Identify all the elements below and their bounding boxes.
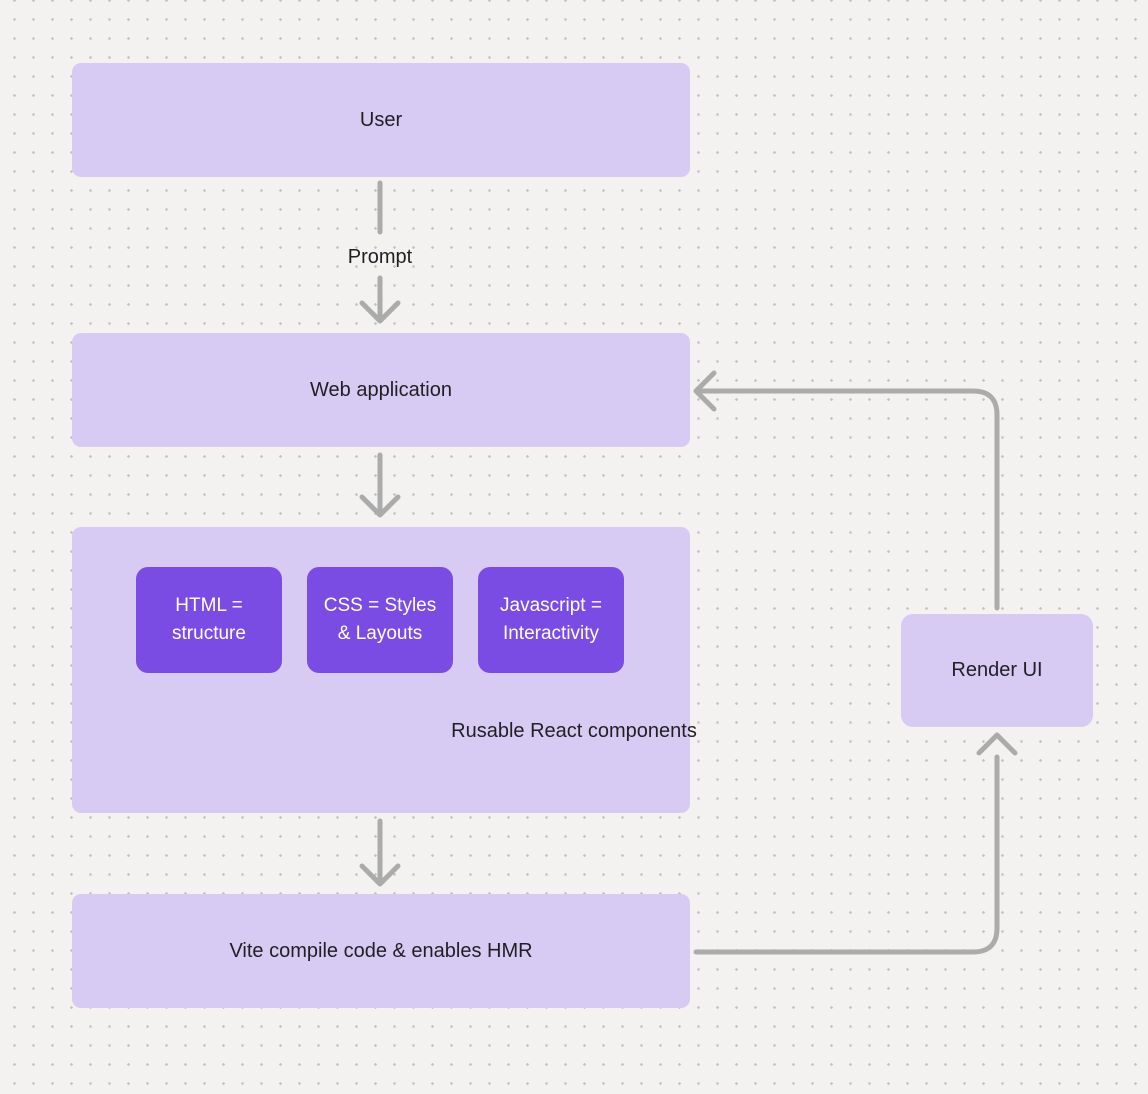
node-components-group[interactable]: HTML = structure CSS = Styles & Layouts … (72, 527, 690, 813)
arrowhead-down-components (359, 494, 401, 518)
connector-renderui-to-webapp[interactable] (698, 388, 1000, 611)
arrowhead-down-webapp (359, 300, 401, 324)
node-web-application[interactable]: Web application (72, 333, 690, 447)
connector-vite-to-renderui[interactable] (693, 754, 1000, 955)
node-css[interactable]: CSS = Styles & Layouts (307, 567, 453, 673)
node-user-label: User (359, 108, 403, 131)
node-html-label: HTML = structure (172, 595, 246, 644)
node-vite[interactable]: Vite compile code & enables HMR (72, 894, 690, 1008)
arrowhead-up-renderui (976, 732, 1018, 756)
node-render-ui[interactable]: Render UI (901, 614, 1093, 727)
node-web-application-label: Web application (310, 378, 452, 401)
components-group-caption: Rusable React components (451, 720, 697, 742)
node-user[interactable]: User (72, 63, 690, 177)
arrowhead-left-webapp (693, 370, 717, 412)
node-javascript-label: Javascript = Interactivity (500, 595, 602, 644)
edge-label-prompt[interactable]: Prompt (347, 246, 413, 268)
node-html[interactable]: HTML = structure (136, 567, 282, 673)
node-javascript[interactable]: Javascript = Interactivity (478, 567, 624, 673)
node-render-ui-label: Render UI (951, 659, 1043, 681)
arrowhead-down-vite (359, 863, 401, 887)
node-css-label: CSS = Styles & Layouts (323, 595, 437, 644)
node-vite-label: Vite compile code & enables HMR (229, 939, 533, 962)
